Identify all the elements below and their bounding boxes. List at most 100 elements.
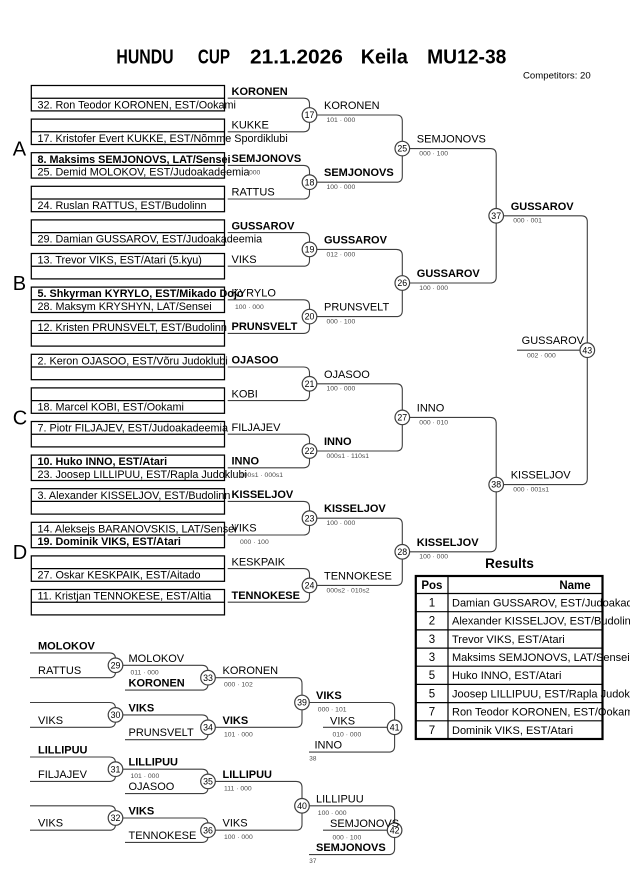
- svg-text:KORONEN: KORONEN: [129, 678, 185, 690]
- svg-text:OJASOO: OJASOO: [232, 355, 280, 367]
- svg-text:Pos: Pos: [421, 580, 442, 592]
- svg-text:MOLOKOV: MOLOKOV: [38, 640, 95, 652]
- svg-text:KESKPAIK: KESKPAIK: [232, 556, 286, 568]
- svg-text:25: 25: [397, 144, 407, 154]
- svg-text:SEMJONOVS: SEMJONOVS: [330, 818, 399, 830]
- svg-text:35: 35: [203, 777, 213, 787]
- svg-text:A: A: [13, 139, 27, 161]
- svg-text:19: 19: [305, 245, 315, 255]
- svg-text:TENNOKESE: TENNOKESE: [129, 830, 197, 842]
- svg-text:42: 42: [390, 825, 400, 835]
- svg-text:29: 29: [111, 660, 121, 670]
- svg-text:011 · 000: 011 · 000: [131, 669, 159, 676]
- svg-text:000 · 100: 000 · 100: [240, 539, 269, 546]
- svg-text:TENNOKESE: TENNOKESE: [324, 570, 392, 582]
- svg-text:Competitors: 20: Competitors: 20: [523, 71, 591, 82]
- svg-text:INNO: INNO: [315, 740, 343, 752]
- svg-text:C: C: [13, 407, 27, 429]
- svg-text:GUSSAROV: GUSSAROV: [511, 201, 575, 213]
- svg-text:SEMJONOVS: SEMJONOVS: [316, 842, 386, 854]
- svg-text:7: 7: [429, 725, 435, 737]
- svg-text:LILLIPUU: LILLIPUU: [223, 769, 273, 781]
- svg-text:27. Oskar KESKPAIK, EST/Aitado: 27. Oskar KESKPAIK, EST/Aitado: [38, 570, 201, 582]
- svg-text:2. Keron OJASOO, EST/Võru Judo: 2. Keron OJASOO, EST/Võru Judoklubi: [38, 355, 228, 367]
- svg-text:111 · 000: 111 · 000: [224, 785, 252, 792]
- svg-text:INNO: INNO: [232, 456, 260, 468]
- svg-text:100 · 000: 100 · 000: [327, 386, 356, 393]
- svg-text:Keila: Keila: [361, 47, 409, 69]
- svg-text:VIKS: VIKS: [38, 818, 63, 830]
- svg-text:29. Damian GUSSAROV, EST/Judoa: 29. Damian GUSSAROV, EST/Judoakadeemia: [38, 234, 263, 246]
- svg-text:VIKS: VIKS: [38, 715, 63, 727]
- svg-text:5: 5: [429, 688, 435, 700]
- svg-text:VIKS: VIKS: [223, 818, 248, 830]
- svg-text:LILLIPUU: LILLIPUU: [316, 793, 364, 805]
- svg-text:KORONEN: KORONEN: [232, 86, 288, 98]
- svg-text:Results: Results: [485, 556, 534, 571]
- svg-text:VIKS: VIKS: [330, 715, 355, 727]
- svg-text:11. Kristjan TENNOKESE, EST/Al: 11. Kristjan TENNOKESE, EST/Altia: [38, 591, 212, 603]
- svg-text:KISSELJOV: KISSELJOV: [511, 470, 572, 482]
- svg-text:OJASOO: OJASOO: [324, 369, 370, 381]
- svg-text:OJASOO: OJASOO: [129, 781, 175, 793]
- svg-text:CUP: CUP: [198, 47, 230, 69]
- svg-text:GUSSAROV: GUSSAROV: [417, 268, 481, 280]
- svg-text:FILJAJEV: FILJAJEV: [232, 422, 282, 434]
- svg-text:000 · 100: 000 · 100: [327, 319, 356, 326]
- svg-text:VIKS: VIKS: [129, 806, 155, 818]
- svg-text:KUKKE: KUKKE: [232, 120, 269, 132]
- svg-text:43: 43: [582, 345, 592, 355]
- svg-text:28. Maksym KRYSHYN, LAT/Sensei: 28. Maksym KRYSHYN, LAT/Sensei: [38, 301, 212, 313]
- svg-text:D: D: [13, 542, 27, 564]
- svg-text:VIKS: VIKS: [223, 715, 249, 727]
- svg-text:34: 34: [203, 722, 213, 732]
- svg-text:LILLIPUU: LILLIPUU: [129, 757, 179, 769]
- svg-text:100 · 000: 100 · 000: [235, 304, 264, 311]
- svg-text:002 · 000: 002 · 000: [527, 353, 556, 360]
- svg-text:100s1 · 000s1: 100s1 · 000s1: [240, 472, 283, 479]
- svg-text:Alexander KISSELJOV, EST/Budol: Alexander KISSELJOV, EST/Budolinn: [452, 616, 630, 628]
- svg-text:PRUNSVELT: PRUNSVELT: [324, 302, 389, 314]
- svg-text:VIKS: VIKS: [316, 690, 342, 702]
- svg-text:000 · 010: 000 · 010: [419, 419, 448, 426]
- svg-text:14. Aleksejs BARANOVSKIS, LAT/: 14. Aleksejs BARANOVSKIS, LAT/Sensei: [38, 523, 237, 535]
- svg-text:101 · 000: 101 · 000: [327, 117, 356, 124]
- svg-text:32: 32: [111, 813, 121, 823]
- svg-text:000: 000: [249, 170, 261, 177]
- svg-text:Ron Teodor KORONEN, EST/Ookami: Ron Teodor KORONEN, EST/Ookami: [452, 707, 630, 719]
- svg-text:TENNOKESE: TENNOKESE: [232, 590, 300, 602]
- svg-text:GUSSAROV: GUSSAROV: [232, 220, 296, 232]
- svg-text:100 · 000: 100 · 000: [419, 554, 448, 561]
- svg-text:INNO: INNO: [324, 436, 352, 448]
- svg-text:41: 41: [390, 722, 400, 732]
- svg-text:000 · 102: 000 · 102: [224, 682, 253, 689]
- svg-text:2: 2: [429, 616, 435, 628]
- svg-text:23. Joosep LILLIPUU, EST/Rapla: 23. Joosep LILLIPUU, EST/Rapla Judoklubi: [38, 469, 247, 481]
- svg-text:RATTUS: RATTUS: [38, 665, 81, 677]
- svg-text:000 · 001: 000 · 001: [513, 218, 542, 225]
- svg-text:MU12-38: MU12-38: [427, 47, 506, 69]
- svg-text:5. Shkyrman KYRYLO, EST/Mikado: 5. Shkyrman KYRYLO, EST/Mikado Dojo: [38, 288, 244, 300]
- svg-text:18: 18: [305, 177, 315, 187]
- svg-text:000 · 100: 000 · 100: [419, 151, 448, 158]
- svg-text:000 · 001s1: 000 · 001s1: [513, 487, 549, 494]
- svg-text:13. Trevor VIKS, EST/Atari (5.: 13. Trevor VIKS, EST/Atari (5.kyu): [38, 255, 202, 267]
- svg-text:RATTUS: RATTUS: [232, 187, 275, 199]
- svg-text:KOBI: KOBI: [232, 388, 258, 400]
- svg-text:17. Kristofer Evert KUKKE, EST: 17. Kristofer Evert KUKKE, EST/Nõmme Spo…: [38, 133, 288, 145]
- svg-text:MOLOKOV: MOLOKOV: [129, 653, 185, 665]
- svg-text:101 · 000: 101 · 000: [224, 731, 253, 738]
- svg-text:INNO: INNO: [417, 402, 445, 414]
- svg-text:GUSSAROV: GUSSAROV: [522, 335, 585, 347]
- svg-text:32. Ron Teodor KORONEN, EST/Oo: 32. Ron Teodor KORONEN, EST/Ookami: [38, 99, 236, 111]
- svg-text:33: 33: [203, 673, 213, 683]
- svg-text:KISSELJOV: KISSELJOV: [417, 537, 479, 549]
- svg-text:Trevor VIKS, EST/Atari: Trevor VIKS, EST/Atari: [452, 634, 565, 646]
- svg-text:21: 21: [305, 379, 315, 389]
- svg-text:GUSSAROV: GUSSAROV: [324, 234, 388, 246]
- svg-text:010 · 000: 010 · 000: [333, 732, 362, 739]
- svg-text:36: 36: [203, 825, 213, 835]
- svg-text:30: 30: [111, 710, 121, 720]
- svg-text:7. Piotr FILJAJEV, EST/Judoaka: 7. Piotr FILJAJEV, EST/Judoakadeemia: [38, 423, 228, 435]
- svg-text:KORONEN: KORONEN: [223, 665, 279, 677]
